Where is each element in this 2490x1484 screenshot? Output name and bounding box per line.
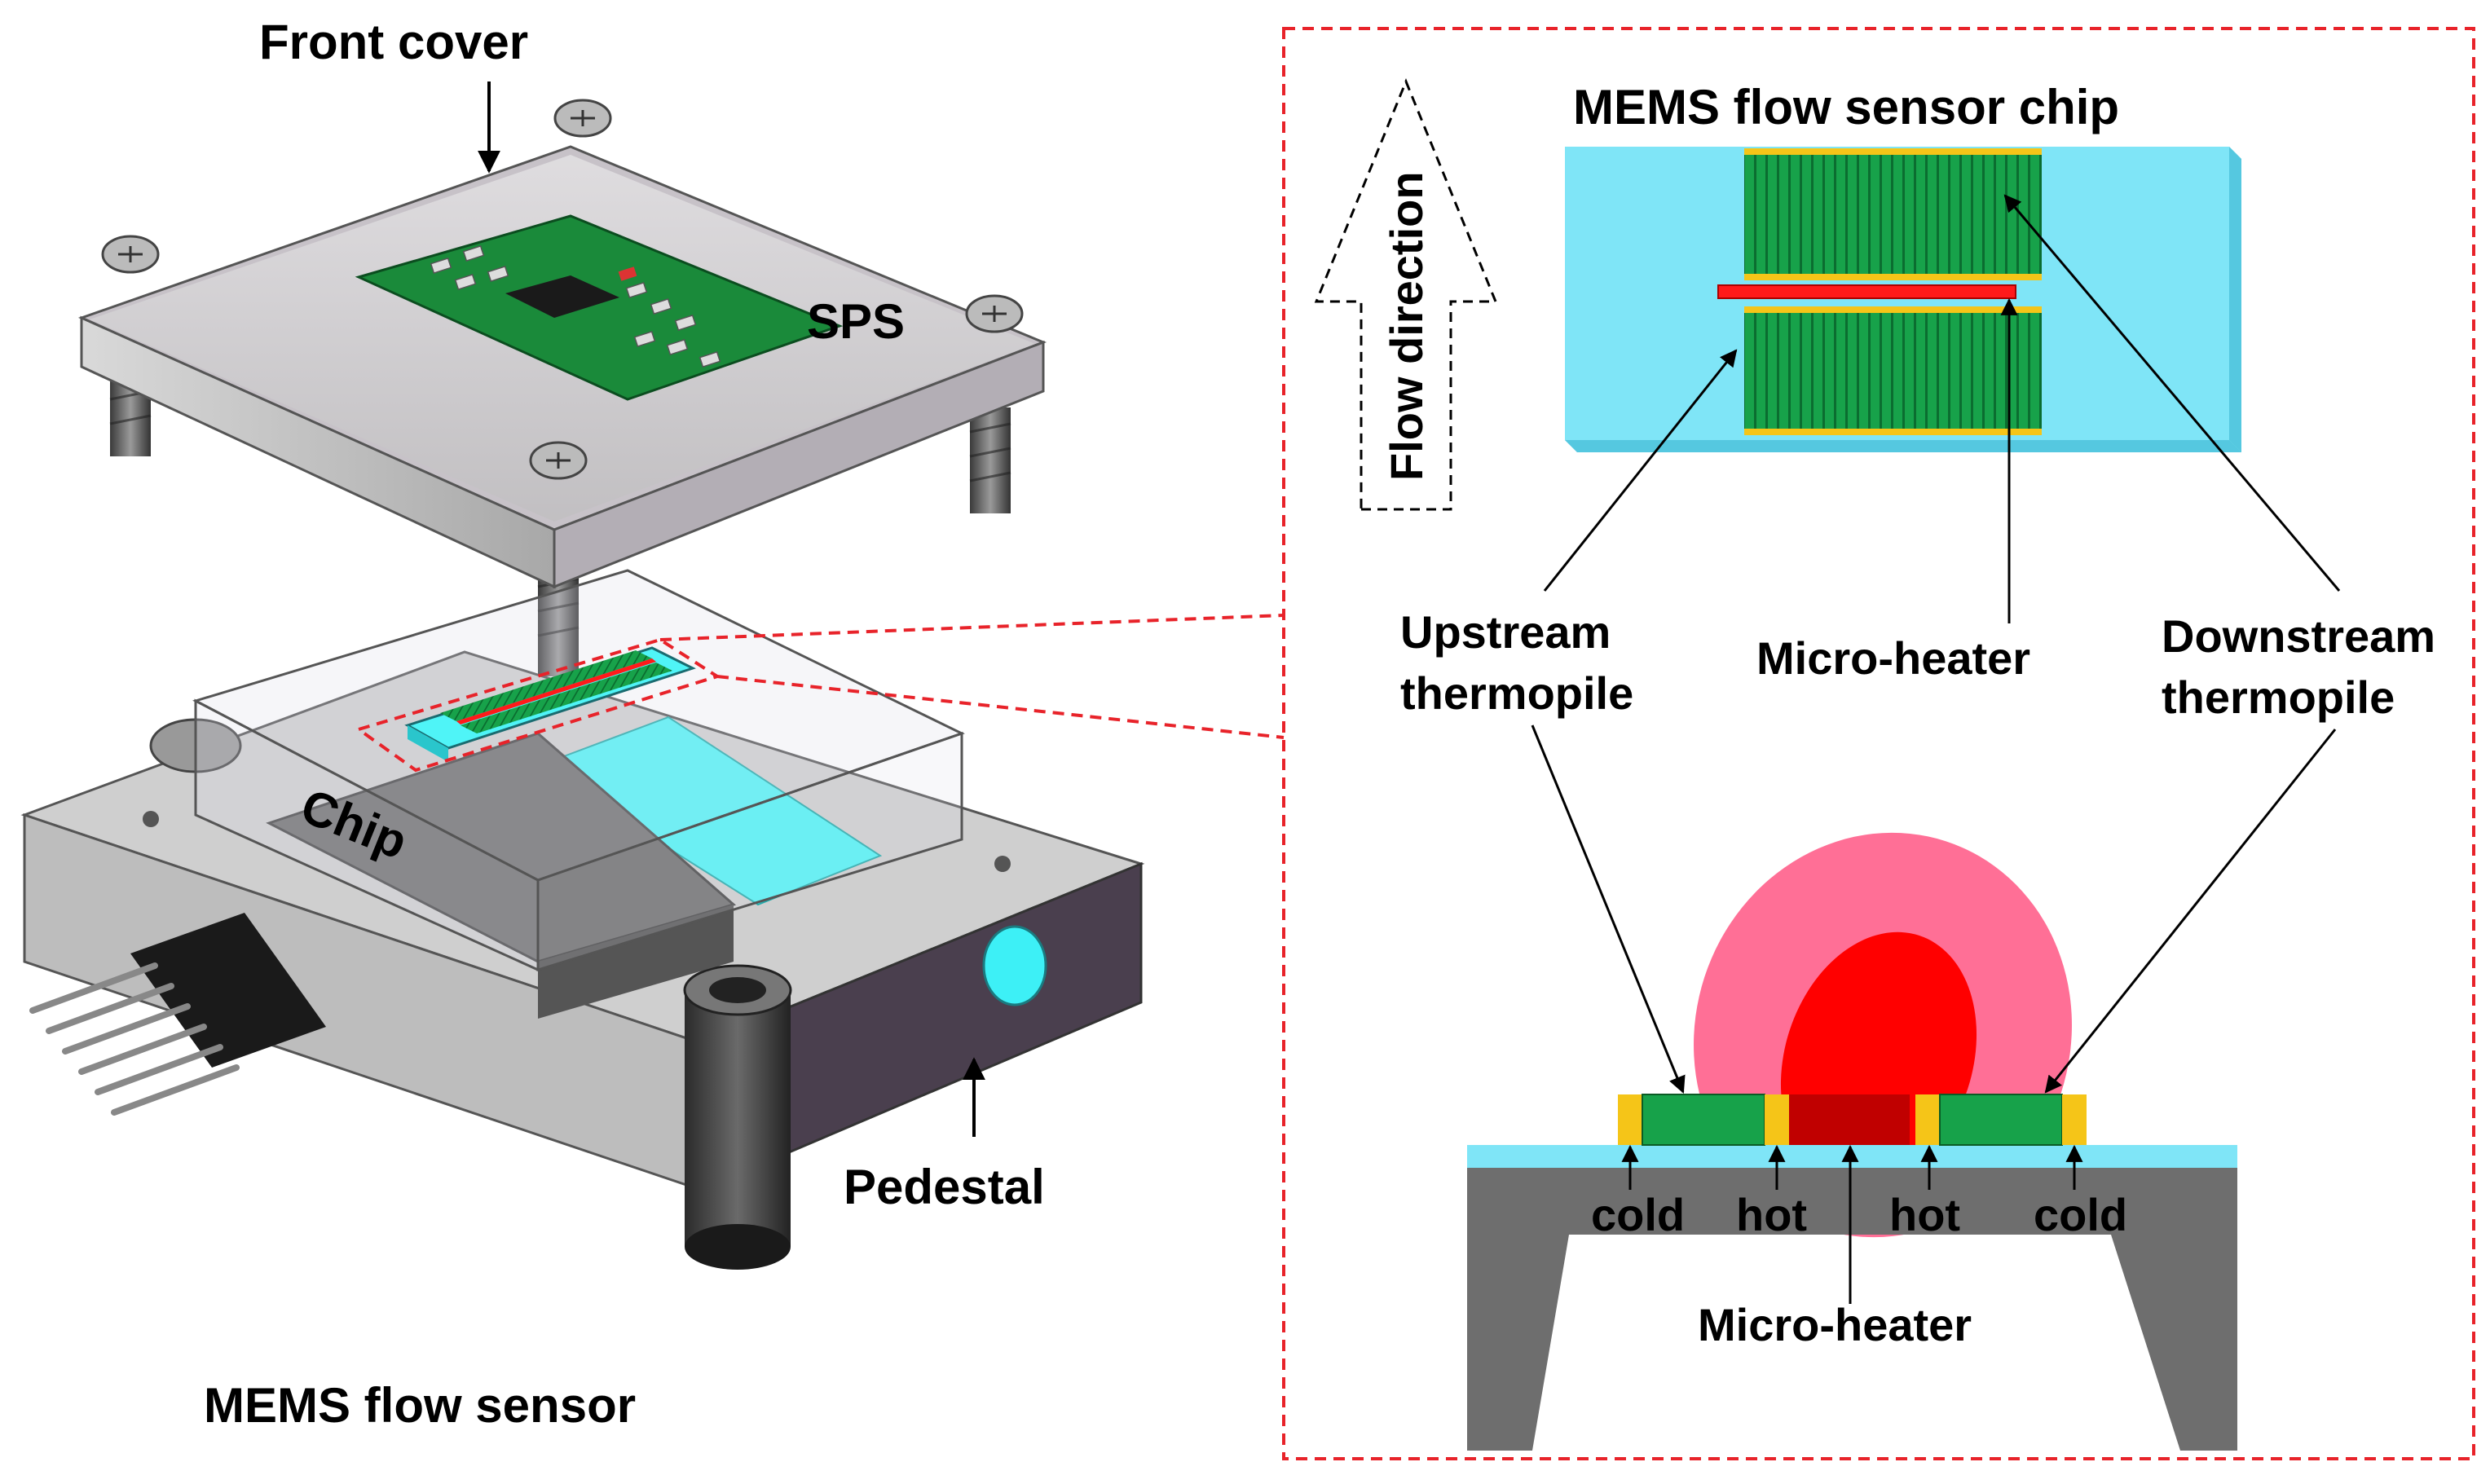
screw-heads: [101, 99, 1024, 480]
cold-left-label: cold: [1591, 1189, 1685, 1240]
transparent-enclosure: [192, 569, 965, 972]
chip-title: MEMS flow sensor chip: [1573, 80, 2119, 134]
chip-top-view: [1565, 147, 2241, 452]
downstream-label-line1: Downstream: [2162, 610, 2435, 662]
micro-heater-bottom-label: Micro-heater: [1698, 1299, 1972, 1350]
pin-header: [29, 913, 326, 1116]
sps-label: SPS: [807, 294, 905, 349]
flow-direction-arrow: Flow direction: [1314, 78, 1498, 511]
cold-right-label: cold: [2034, 1189, 2127, 1240]
flow-direction-label: Flow direction: [1381, 171, 1432, 481]
downstream-thermopile-section: [1939, 1094, 2063, 1146]
upstream-label-line1: Upstream: [1400, 606, 1611, 658]
hot-left-label: hot: [1736, 1189, 1807, 1240]
upstream-thermopile-section: [1642, 1094, 1765, 1146]
figure-caption: MEMS flow sensor: [204, 1378, 636, 1433]
standoff-post: [683, 964, 792, 1270]
chip-zoom-outline: [355, 614, 1285, 773]
zoom-panel: Flow direction MEMS flow sensor chip: [1282, 27, 2475, 1460]
micro-heater-section: [1789, 1094, 1910, 1145]
cross-section-leaders: [1531, 724, 2337, 1304]
micro-heater-strip: [1717, 284, 2016, 299]
zoom-panel-border: [1282, 27, 2475, 1460]
upstream-label-line2: thermopile: [1400, 667, 1633, 719]
micro-heater-top-label: Micro-heater: [1756, 632, 2030, 684]
pedestal-label: Pedestal: [844, 1160, 1045, 1214]
flow-channel: [266, 716, 883, 1019]
sps-board: [355, 214, 844, 401]
top-view-leaders: [1543, 194, 2341, 623]
downstream-thermopile: [1744, 153, 2042, 275]
upstream-thermopile: [1744, 313, 2042, 429]
downstream-label-line2: thermopile: [2162, 672, 2395, 723]
hot-right-label: hot: [1889, 1189, 1960, 1240]
membrane: [1467, 1145, 2237, 1168]
silicon-substrate: [1467, 1165, 2237, 1451]
chip-3d: [404, 646, 696, 762]
assembly-illustration: Front cover SPS Chip Pedestal MEMS flow …: [20, 15, 1285, 1433]
front-cover-label: Front cover: [259, 15, 528, 69]
cross-section: [1467, 832, 2237, 1451]
